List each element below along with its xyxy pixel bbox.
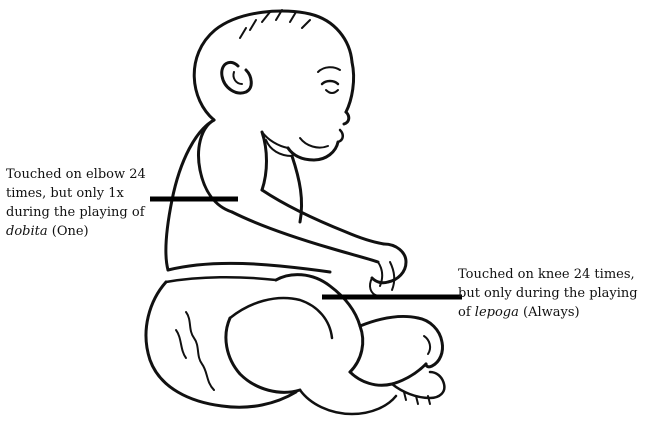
elbow-annotation-line-4: dobita (One) — [6, 222, 146, 241]
knee-annotation-line-1: Touched on knee 24 times, — [458, 265, 638, 284]
knee-song-prefix: of — [458, 305, 475, 320]
elbow-annotation-line-2: times, but only 1x — [6, 184, 146, 203]
baby-diaper — [146, 263, 330, 407]
baby-head — [194, 10, 353, 160]
knee-annotation-line-3: of lepoga (Always) — [458, 303, 638, 322]
knee-annotation-line-2: but only during the playing — [458, 284, 638, 303]
elbow-annotation: Touched on elbow 24 times, but only 1x d… — [6, 165, 146, 241]
elbow-song-suffix: (One) — [48, 224, 89, 239]
baby-torso — [166, 120, 302, 270]
knee-song-name: lepoga — [475, 305, 519, 320]
elbow-song-name: dobita — [6, 224, 48, 239]
elbow-annotation-line-1: Touched on elbow 24 — [6, 165, 146, 184]
elbow-annotation-line-3: during the playing of — [6, 203, 146, 222]
knee-annotation: Touched on knee 24 times, but only durin… — [458, 265, 638, 322]
knee-song-suffix: (Always) — [519, 305, 580, 320]
